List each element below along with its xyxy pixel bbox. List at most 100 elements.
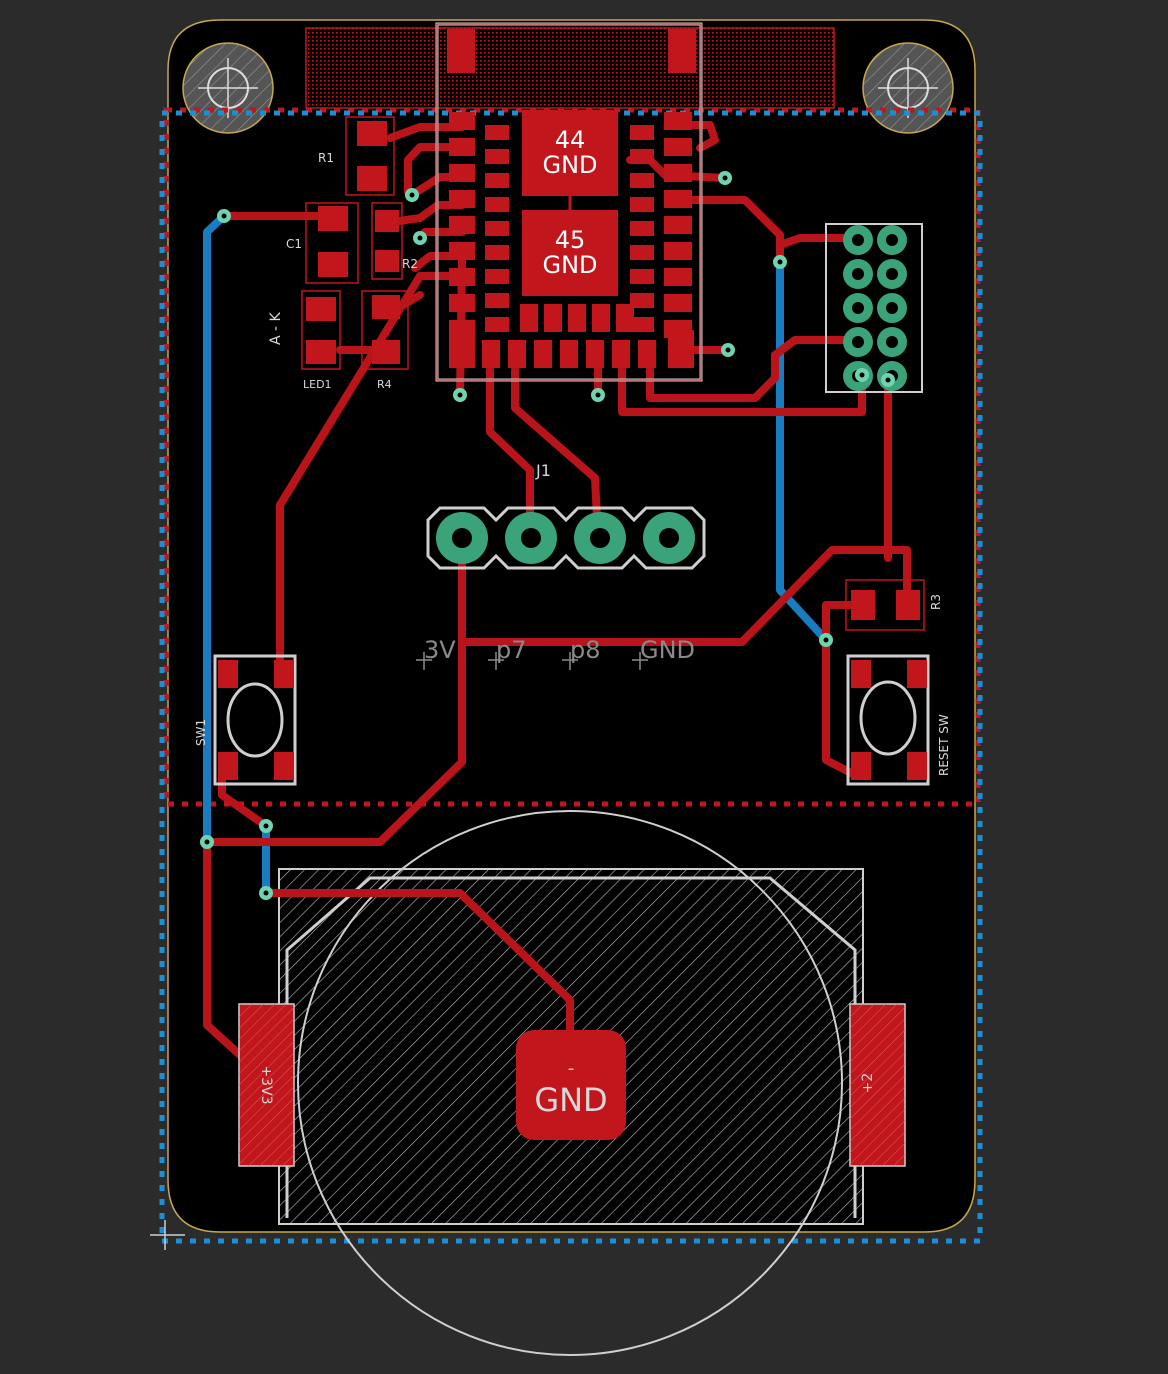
bottom-copper-traces[interactable] bbox=[203, 212, 830, 897]
module-inner-pad[interactable] bbox=[630, 269, 654, 284]
header-j1-pin-drill bbox=[590, 528, 610, 548]
module-pad-left[interactable] bbox=[449, 268, 475, 286]
reset-switch[interactable]: RESET SW bbox=[846, 654, 951, 786]
switch-sw1[interactable]: SW1 bbox=[194, 654, 297, 786]
module-pad-right[interactable] bbox=[664, 112, 692, 130]
via-drill bbox=[417, 235, 423, 241]
via-drill bbox=[221, 213, 227, 219]
resistor-r3-ref: R3 bbox=[929, 594, 943, 610]
via-drill bbox=[595, 392, 601, 398]
module-pad-bottom[interactable] bbox=[638, 340, 656, 368]
resistor-r2[interactable]: R2 bbox=[371, 202, 418, 280]
resistor-r4[interactable]: R4 bbox=[361, 290, 409, 391]
header-j1-pin-drill bbox=[659, 528, 679, 548]
module-antenna-pad[interactable] bbox=[447, 29, 475, 73]
header-pin-label-text: 3V bbox=[424, 636, 456, 664]
module-antenna-pad[interactable] bbox=[668, 29, 696, 73]
module-pad-right[interactable] bbox=[664, 190, 692, 208]
battery-pad-left[interactable]: +3V3 bbox=[238, 1003, 295, 1167]
module-pad-right[interactable] bbox=[664, 242, 692, 260]
capacitor-c1[interactable]: C1 bbox=[286, 202, 359, 284]
module-pad-corner[interactable] bbox=[449, 330, 475, 368]
module-pad-bottom[interactable] bbox=[612, 340, 630, 368]
via-drill bbox=[823, 637, 829, 643]
led-polarity-label: A - K bbox=[268, 311, 284, 345]
antenna-keepout-area bbox=[305, 27, 835, 109]
module-inner-pad[interactable] bbox=[616, 304, 634, 332]
module-pad-bottom[interactable] bbox=[534, 340, 552, 368]
module-inner-pad[interactable] bbox=[592, 304, 610, 332]
battery-pad-right[interactable]: +2 bbox=[849, 1003, 906, 1167]
led-led1[interactable]: LED1 A - K bbox=[268, 290, 341, 391]
gnd-pad-45-net: GND bbox=[542, 251, 597, 279]
module-inner-pad[interactable] bbox=[630, 245, 654, 260]
module-inner-pad[interactable] bbox=[630, 317, 654, 332]
via-drill bbox=[722, 175, 728, 181]
header-pin-label-text: p7 bbox=[496, 636, 527, 664]
module-pad-right[interactable] bbox=[664, 294, 692, 312]
module-inner-pad[interactable] bbox=[630, 293, 654, 308]
module-inner-pad[interactable] bbox=[630, 221, 654, 236]
header-pin-label: GND bbox=[632, 636, 695, 670]
gnd-pad-44-number: 44 bbox=[555, 126, 586, 154]
debug-header-pin-drill bbox=[886, 268, 898, 280]
header-pin-label: p7 bbox=[488, 636, 527, 670]
via-drill bbox=[885, 377, 891, 383]
header-j1-ref: J1 bbox=[535, 461, 551, 480]
module-pad-right[interactable] bbox=[664, 164, 692, 182]
resistor-r3[interactable]: R3 bbox=[845, 579, 943, 631]
module-pad-right[interactable] bbox=[664, 268, 692, 286]
module-inner-pad[interactable] bbox=[544, 304, 562, 332]
debug-header-pin-drill bbox=[886, 234, 898, 246]
header-j1[interactable]: J1 bbox=[426, 461, 706, 570]
debug-header-pin-drill bbox=[852, 336, 864, 348]
module-inner-pad[interactable] bbox=[485, 173, 509, 188]
module-inner-pad[interactable] bbox=[630, 149, 654, 164]
capacitor-c1-ref: C1 bbox=[286, 237, 302, 251]
resistor-r4-ref: R4 bbox=[377, 378, 392, 391]
origin-marker bbox=[150, 1220, 185, 1250]
header-pin-label: 3V bbox=[416, 636, 456, 670]
module-inner-pad[interactable] bbox=[485, 197, 509, 212]
module-inner-pad[interactable] bbox=[485, 317, 509, 332]
battery-gnd-pad[interactable]: - GND bbox=[516, 1030, 626, 1140]
module-pad-left[interactable] bbox=[449, 294, 475, 312]
module-inner-pad[interactable] bbox=[630, 125, 654, 140]
mounting-hole-right[interactable] bbox=[862, 42, 954, 134]
vias[interactable] bbox=[200, 171, 895, 900]
module-inner-pad[interactable] bbox=[485, 149, 509, 164]
debug-header-pin-drill bbox=[852, 302, 864, 314]
module-pad-left[interactable] bbox=[449, 164, 475, 182]
module-inner-pad[interactable] bbox=[568, 304, 586, 332]
via-drill bbox=[204, 839, 210, 845]
module-pad-left[interactable] bbox=[449, 216, 475, 234]
module-inner-pad[interactable] bbox=[520, 304, 538, 332]
module-inner-pad[interactable] bbox=[630, 173, 654, 188]
module-pad-corner[interactable] bbox=[668, 330, 694, 368]
resistor-r1[interactable]: R1 bbox=[318, 116, 395, 196]
module-inner-pad[interactable] bbox=[485, 293, 509, 308]
mounting-hole-left[interactable] bbox=[182, 42, 274, 134]
module-inner-pad[interactable] bbox=[485, 245, 509, 260]
module-inner-pad[interactable] bbox=[485, 125, 509, 140]
module-pad-bottom[interactable] bbox=[508, 340, 526, 368]
module-inner-pad[interactable] bbox=[485, 221, 509, 236]
module-pad-bottom[interactable] bbox=[560, 340, 578, 368]
module-inner-pad[interactable] bbox=[485, 269, 509, 284]
header-pin-label-text: p8 bbox=[570, 636, 601, 664]
module-pad-left[interactable] bbox=[449, 138, 475, 156]
module-pads[interactable] bbox=[447, 29, 696, 368]
module-pad-left[interactable] bbox=[449, 190, 475, 208]
module-pad-left[interactable] bbox=[449, 242, 475, 260]
module-inner-pad[interactable] bbox=[630, 197, 654, 212]
resistor-r1-ref: R1 bbox=[318, 151, 334, 165]
battery-minus-sign: - bbox=[568, 1058, 575, 1079]
module-pad-bottom[interactable] bbox=[586, 340, 604, 368]
module-pad-right[interactable] bbox=[664, 216, 692, 234]
module-pad-left[interactable] bbox=[449, 112, 475, 130]
gnd-pad-44[interactable]: 44 GND bbox=[522, 110, 618, 196]
module-pad-right[interactable] bbox=[664, 138, 692, 156]
gnd-pad-45[interactable]: 45 GND bbox=[522, 210, 618, 296]
module-pad-bottom[interactable] bbox=[482, 340, 500, 368]
